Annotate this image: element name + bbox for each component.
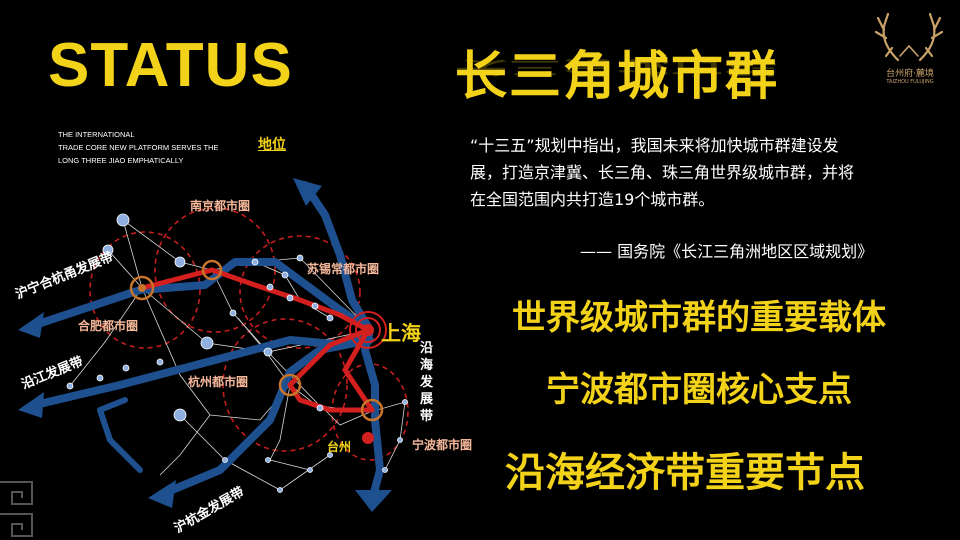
position-tag: 地位 <box>258 137 286 153</box>
quote-source: —— 国务院《长江三角洲地区区域规划》 <box>580 242 874 261</box>
hangzhou-area-label: 杭州都市圈 <box>188 375 249 389</box>
arrow-southwest-icon <box>148 480 176 508</box>
region-map <box>18 178 409 512</box>
quote-line: 在全国范围内共打造19个城市群。 <box>470 190 715 209</box>
nanjing-area-circle <box>154 207 276 333</box>
taizhou-marker <box>362 432 374 444</box>
subtitle-line: TRADE CORE NEW PLATFORM SERVES THE <box>58 143 219 152</box>
subtitle-line: LONG THREE JIAO EMPHATICALLY <box>58 156 184 165</box>
hefei-area-label: 合肥都市圈 <box>78 319 139 333</box>
taizhou-label: 台州 <box>327 440 352 454</box>
english-subtitle: THE INTERNATIONAL TRADE CORE NEW PLATFOR… <box>58 128 258 167</box>
shanghai-label: 上海 <box>381 321 421 345</box>
title-reflection: 长三角城市群 <box>455 56 780 78</box>
highlight-ningbo: 宁波都市圈核心支点 <box>546 370 852 410</box>
quote-line: “十三五”规划中指出，我国未来将加快城市群建设发 <box>470 136 839 155</box>
main-axis-line <box>139 267 371 333</box>
suxichang-area-circle <box>239 235 361 349</box>
hangzhou-axis-line <box>287 327 371 388</box>
shanghai-marker <box>349 311 387 349</box>
ningbo-axis-line <box>342 327 375 413</box>
west-band-line <box>97 397 143 473</box>
hefei-area-circle <box>89 231 201 349</box>
highlight-world-class: 世界级城市群的重要载体 <box>512 298 886 338</box>
subtitle-line: THE INTERNATIONAL <box>58 130 135 139</box>
antler-logo-icon <box>874 12 944 62</box>
quote-line: 展，打造京津冀、长三角、珠三角世界级城市群，并将 <box>470 163 855 182</box>
yanhai-band-line <box>361 326 384 504</box>
corner-ornament-icon <box>0 481 33 537</box>
hangzhou-area-circle <box>222 318 348 452</box>
highlight-coastal: 沿海经济带重要节点 <box>505 450 865 496</box>
policy-quote: “十三五”规划中指出，我国未来将加快城市群建设发 展，打造京津冀、长三角、珠三角… <box>470 132 930 213</box>
arrow-north-icon <box>293 178 322 206</box>
logo-subtitle: TAIZHOU FULUJING <box>886 79 934 85</box>
arrow-south-icon <box>355 490 392 512</box>
ningbo-area-label: 宁波都市圈 <box>412 438 473 452</box>
yanhai-band-label: 沿海发展带 <box>420 341 434 424</box>
north-band-line <box>301 181 374 334</box>
nanjing-area-label: 南京都市圈 <box>190 199 251 213</box>
suxichang-area-label: 苏锡常都市圈 <box>307 262 380 276</box>
section-heading: STATUS <box>48 31 293 100</box>
logo-name: 台州府·麓境 <box>886 69 934 79</box>
arrow-west-icon <box>18 312 44 338</box>
page-title: 长三角城市群 <box>455 47 780 107</box>
arrow-west2-icon <box>18 392 44 418</box>
